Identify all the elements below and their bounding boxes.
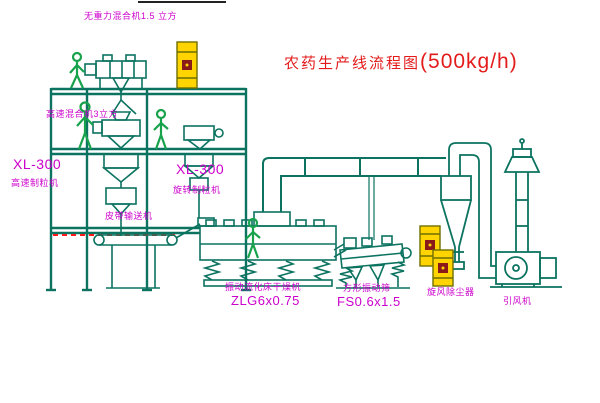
exhaust-stack [503,138,541,252]
bucket-elevator-mid [419,225,441,267]
worker-figure-floor2-left [76,101,94,150]
roof-gravity-mixer [84,54,147,115]
label-fluid-bed-dryer: 振动流化床干燥机 [225,282,302,292]
label-cyclone: 旋风除尘器 [427,287,475,297]
label-gravity-mixer: 无重力混合机1.5 立方 [84,11,178,21]
label-xl300-left: XL-300 [13,156,62,172]
worker-figure-ground [245,217,261,259]
granulator-right-machine [182,153,216,218]
label-granulator-right: 旋转制粒机 [173,185,221,195]
cyclone-machine [440,142,496,279]
high-speed-mixer [92,111,141,150]
label-belt-conveyor: 皮带输送机 [105,211,153,221]
label-granulator-left: 高速制粒机 [11,178,59,188]
bucket-elevator-top [176,41,198,89]
label-fan: 引风机 [503,296,532,306]
exhaust-duct [262,157,446,240]
belt-conveyor-machine [93,223,201,289]
fluid-bed-dryer-machine [197,211,347,287]
worker-figure-roof [69,51,85,89]
title-capacity: (500kg/h) [420,50,518,73]
draft-fan-machine [490,251,562,288]
worker-figure-floor2-right [153,108,169,150]
title-text: 农药生产线流程图 [284,55,421,72]
granulator-feed-machine [183,125,224,151]
building-frame [46,87,251,292]
vibrating-sieve-machine [336,235,412,289]
granulator-left-machine [101,153,141,236]
label-high-speed-mixer: 高速混合机3立方 [46,109,119,119]
label-sieve-model: FS0.6x1.5 [337,294,401,309]
diagram-title: 农药生产线流程图 (500kg/h) [284,50,518,74]
label-dryer-model: ZLG6x0.75 [231,293,300,308]
bucket-elevator-low [432,249,454,287]
label-square-sieve: 方形振动筛 [343,283,391,293]
label-xl300-right: XL-300 [176,161,225,177]
